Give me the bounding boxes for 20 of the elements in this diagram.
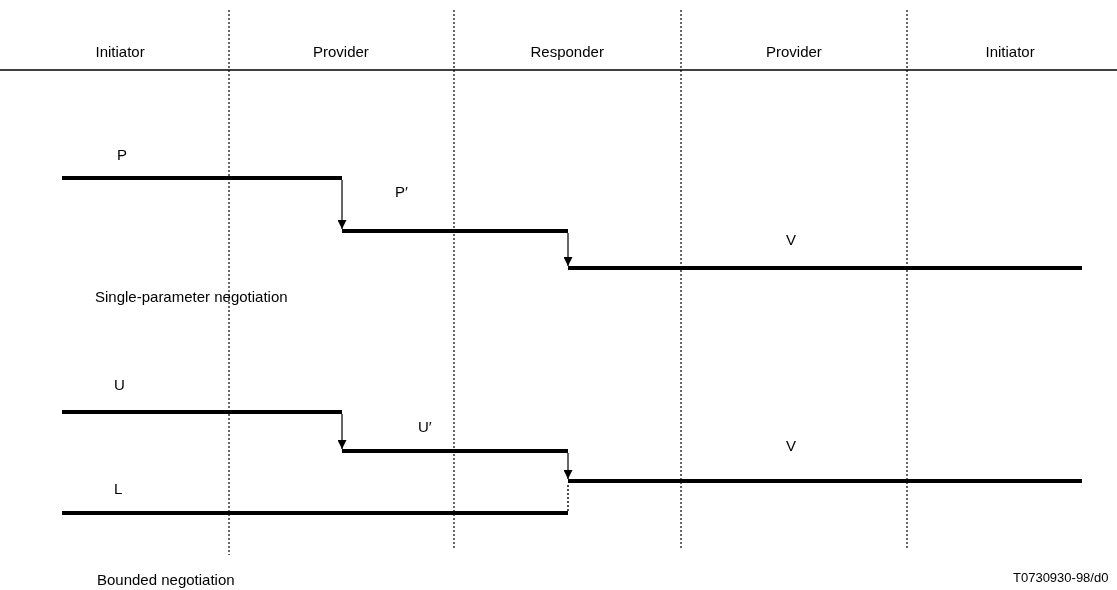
caption-text: Bounded negotiation xyxy=(97,571,235,589)
lane-header: Initiator xyxy=(95,43,145,61)
lane-header: Initiator xyxy=(985,43,1035,61)
parameter-label: U′ xyxy=(418,418,432,436)
arrow xyxy=(337,179,347,230)
lane-header: Provider xyxy=(766,43,822,61)
arrow xyxy=(563,232,573,267)
parameter-label: P′ xyxy=(395,183,408,201)
parameter-label: U xyxy=(114,376,125,394)
lane-header: Responder xyxy=(530,43,604,61)
parameter-label: L xyxy=(114,480,123,498)
parameter-label: P xyxy=(117,146,127,164)
dotted-connector xyxy=(567,482,569,512)
arrow xyxy=(337,413,347,450)
arrow xyxy=(563,452,573,480)
figure-number: T0730930-98/d0 xyxy=(1013,569,1109,587)
parameter-label: V xyxy=(786,231,796,249)
lane-header: Provider xyxy=(313,43,369,61)
parameter-label: V xyxy=(786,437,796,455)
caption-text: Single-parameter negotiation xyxy=(95,288,288,306)
